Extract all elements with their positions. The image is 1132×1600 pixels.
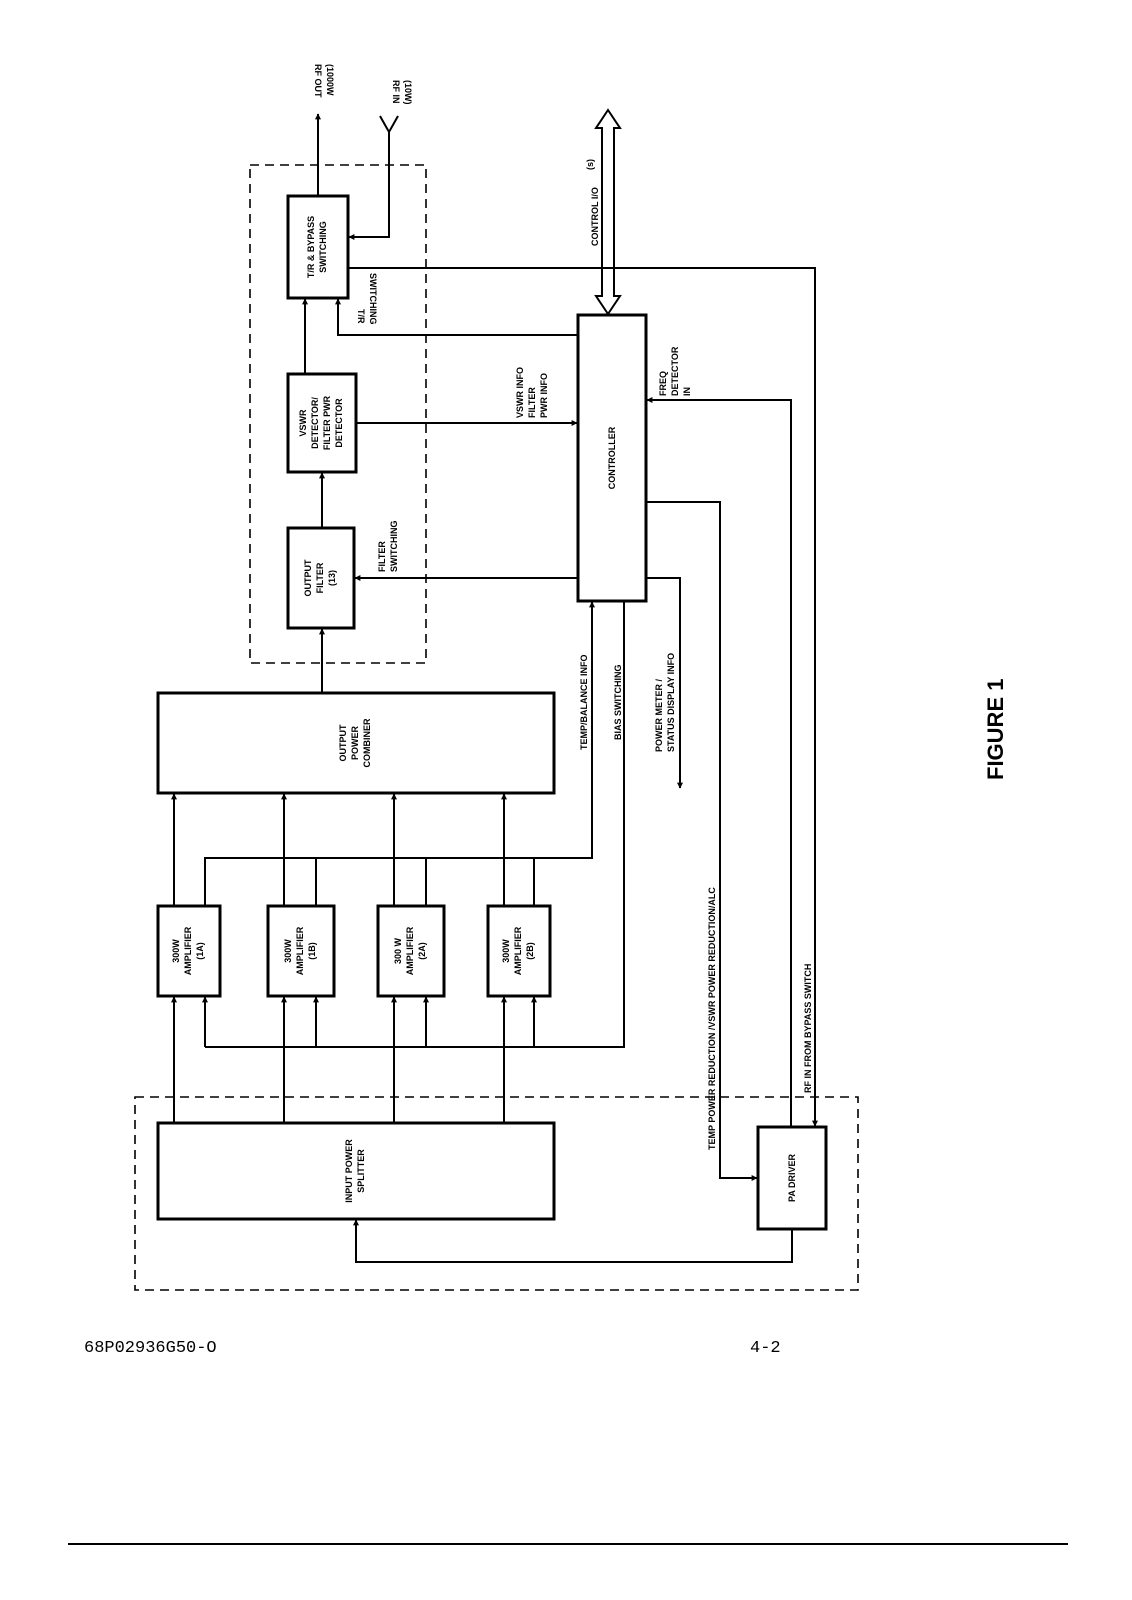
vswr-detector-line-1: VSWR — [298, 409, 308, 437]
controller-block: CONTROLLER — [576, 313, 648, 603]
figure-title: FIGURE 1 — [983, 679, 1008, 780]
vswr-detector-line-3: FILTER PWR — [322, 395, 332, 450]
vswr-info-label-line-2: FILTER — [527, 387, 537, 418]
bottom-rule — [68, 1543, 1068, 1545]
amplifier-2a-line-2: AMPLIFIER — [405, 926, 415, 975]
controller-label: CONTROLLER — [607, 426, 617, 489]
amplifier-2a-line-3: (2A) — [417, 942, 427, 960]
rf-in-label-line-2: (10W) — [403, 80, 413, 105]
output-power-combiner-line-1: OUTPUT — [338, 724, 348, 762]
input-power-splitter-block: INPUT POWER SPLITTER — [156, 1121, 556, 1221]
tr-switching-label-line-2: SWITCHING — [368, 273, 378, 325]
vswr-detector-line-2: DETECTOR/ — [310, 397, 320, 449]
amplifier-2b-block: 300W AMPLIFIER (2B) — [486, 904, 552, 998]
control-io-double-arrow — [594, 108, 622, 316]
rf-in-bypass-label: RF IN FROM BYPASS SWITCH — [803, 964, 813, 1093]
output-power-combiner-block: OUTPUT POWER COMBINER — [156, 691, 556, 795]
rf-out-label-line-1: RF OUT — [313, 64, 323, 98]
freq-detector-line — [646, 397, 792, 1127]
pa-driver-label: PA DRIVER — [787, 1154, 797, 1203]
freq-detector-label-line-3: IN — [682, 387, 692, 396]
temp-power-reduction-line — [646, 501, 758, 1181]
tr-bypass-switching-line-1: T/R & BYPASS — [306, 216, 316, 278]
page-number: 4-2 — [750, 1339, 781, 1358]
input-section-enclosure — [134, 1096, 859, 1291]
rf-in-line — [348, 146, 390, 240]
amplifier-1a-block: 300W AMPLIFIER (1A) — [156, 904, 222, 998]
tr-bypass-switching-block: T/R & BYPASS SWITCHING — [286, 194, 350, 300]
amplifier-1b-block: 300W AMPLIFIER (1B) — [266, 904, 336, 998]
bias-switching-label: BIAS SWITCHING — [613, 665, 623, 741]
amplifier-2b-line-2: AMPLIFIER — [513, 926, 523, 975]
vswr-info-label-line-3: PWR INFO — [539, 373, 549, 418]
power-meter-label-line-2: STATUS DISPLAY INFO — [666, 653, 676, 752]
amplifier-2a-block: 300 W AMPLIFIER (2A) — [376, 904, 446, 998]
output-filter-line-1: OUTPUT — [303, 559, 313, 597]
amplifier-1b-line-3: (1B) — [307, 942, 317, 960]
amplifier-1a-line-3: (1A) — [195, 942, 205, 960]
amplifier-2a-line-1: 300 W — [393, 937, 403, 964]
filter-switching-label-line-2: SWITCHING — [389, 521, 399, 573]
input-power-splitter-line-2: SPLITTER — [356, 1149, 366, 1193]
power-meter-arrow — [646, 577, 683, 789]
temp-balance-info-label: TEMP/BALANCE INFO — [579, 655, 589, 751]
filter-switching-label-line-1: FILTER — [377, 541, 387, 572]
tr-switching-line — [335, 298, 578, 336]
vswr-detector-line-4: DETECTOR — [334, 398, 344, 448]
control-io-superscript: (s) — [585, 159, 595, 170]
input-power-splitter-line-1: INPUT POWER — [344, 1139, 354, 1203]
vswr-detector-block: VSWR DETECTOR/ FILTER PWR DETECTOR — [286, 372, 358, 474]
output-filter-line-2: FILTER — [315, 562, 325, 593]
amplifier-1a-line-2: AMPLIFIER — [183, 926, 193, 975]
output-power-combiner-line-3: COMBINER — [362, 718, 372, 767]
rf-in-label-line-1: RF IN — [391, 80, 401, 104]
amplifier-1a-line-1: 300W — [171, 939, 181, 963]
power-meter-label-line-1: POWER METER / — [654, 678, 664, 752]
output-section-enclosure — [249, 164, 427, 664]
amplifier-2b-line-3: (2B) — [525, 942, 535, 960]
tr-switching-label-line-1: T/R — [356, 309, 366, 324]
output-filter-block: OUTPUT FILTER (13) — [286, 526, 356, 630]
freq-detector-label-line-2: DETECTOR — [670, 346, 680, 396]
output-filter-line-3: (13) — [327, 570, 337, 586]
output-power-combiner-line-2: POWER — [350, 726, 360, 761]
pa-driver-block: PA DRIVER — [756, 1125, 828, 1231]
pa-driver-to-splitter-line — [353, 1219, 793, 1263]
bias-switching-bus — [205, 601, 625, 1048]
amplifier-1b-line-1: 300W — [283, 939, 293, 963]
vswr-info-label-line-1: VSWR INFO — [515, 367, 525, 418]
freq-detector-label-line-1: FREQ — [658, 371, 668, 396]
control-io-label: CONTROL I/O — [590, 187, 600, 246]
bypass-rf-line — [348, 267, 818, 1127]
amplifier-2b-line-1: 300W — [501, 939, 511, 963]
rf-in-antenna-icon — [379, 115, 399, 135]
document-number: 68P02936G50-O — [84, 1339, 217, 1358]
tr-bypass-switching-line-2: SWITCHING — [318, 221, 328, 273]
temp-power-reduction-label: TEMP POWER REDUCTION /VSWR POWER REDUCTI… — [707, 887, 717, 1150]
rf-out-label-line-2: (1000W — [325, 64, 335, 96]
amplifier-1b-line-2: AMPLIFIER — [295, 926, 305, 975]
